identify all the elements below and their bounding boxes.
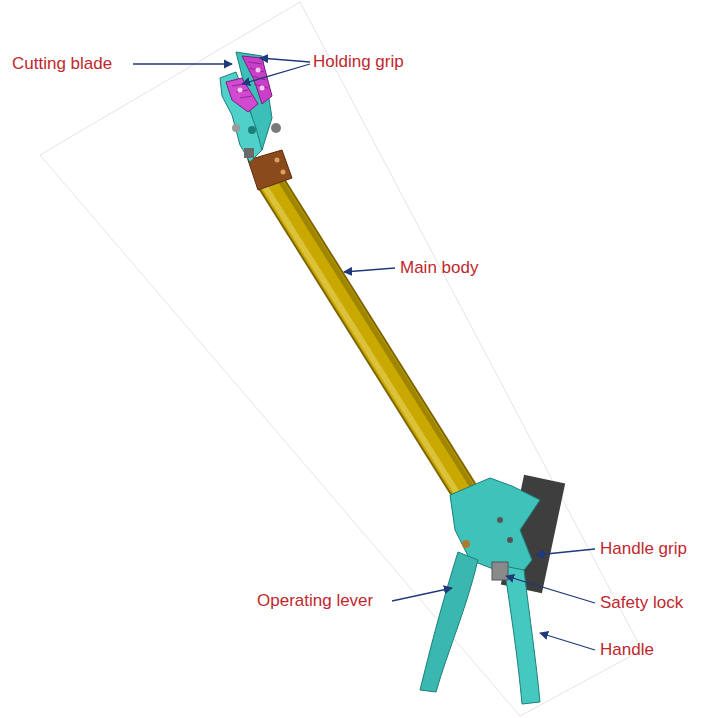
handle-assembly bbox=[420, 475, 565, 704]
part-label: Handle bbox=[600, 640, 654, 660]
main-body-tube bbox=[262, 174, 478, 504]
part-label: Cutting blade bbox=[12, 54, 112, 74]
part-label: Operating lever bbox=[257, 591, 373, 611]
part-label: Main body bbox=[400, 258, 478, 278]
part-label: Holding grip bbox=[313, 52, 404, 72]
part-label: Safety lock bbox=[600, 593, 683, 613]
handle-shape bbox=[504, 566, 540, 704]
part-label: Handle grip bbox=[600, 539, 687, 559]
safety-lock-shape bbox=[492, 562, 508, 580]
operating-lever-shape bbox=[420, 552, 478, 692]
leader-lines bbox=[133, 58, 595, 650]
cutting-head bbox=[220, 52, 281, 162]
